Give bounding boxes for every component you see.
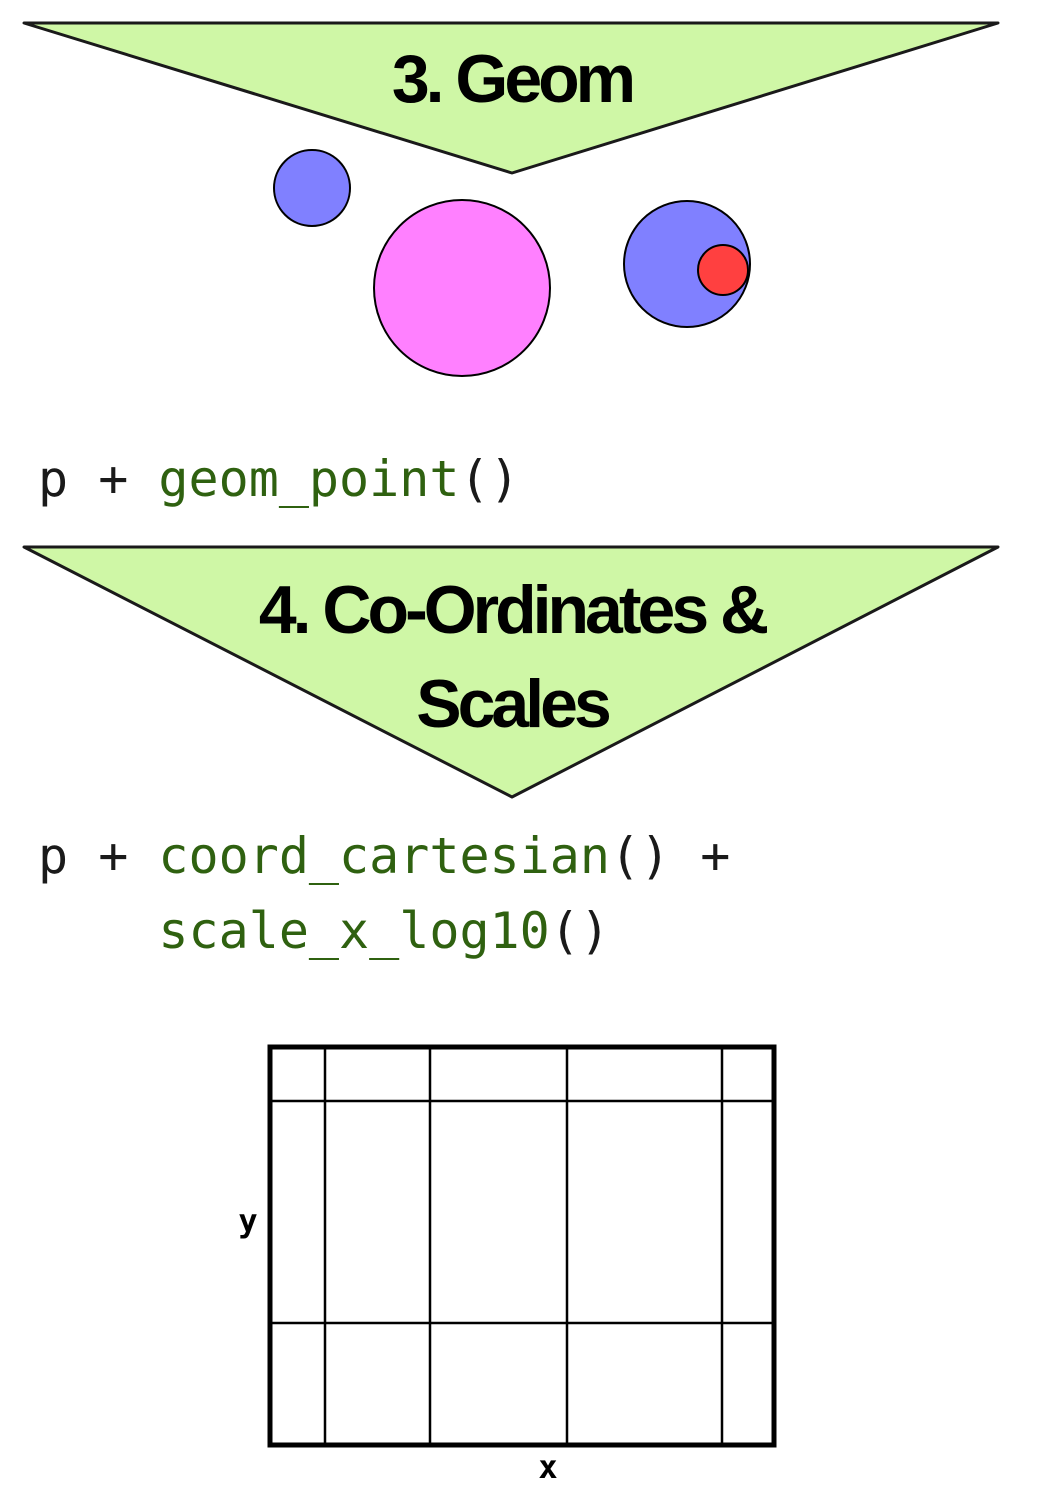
plot-frame [267,1044,777,1448]
step4-code2-func: scale_x_log10 [158,902,549,960]
step3-title: 3. Geom [392,41,633,117]
step4-banner [22,545,1000,799]
x-axis-label: x [538,1448,557,1486]
step4-code2-paren: () [550,902,610,960]
step4-title-line1: 4. Co-Ordinates & [259,572,767,648]
step4-code1-func: coord_cartesian [158,827,610,885]
step4-code-line2: scale_x_log10() [38,902,610,960]
y-axis-label: y [238,1202,257,1240]
red-point [697,244,749,296]
coordinate-grid [267,1044,777,1448]
step4-code1-paren: () [610,827,670,885]
step4-code-line1: p + coord_cartesian() + [38,827,730,885]
step4-code2-indent [38,902,158,960]
step4-title-line2: Scales [416,666,610,742]
step3-banner [22,21,1000,175]
small-blue-point [273,149,351,227]
step3-code: p + geom_point() [38,450,520,508]
step3-code-func: geom_point [158,450,459,508]
large-pink-point [373,199,551,377]
step3-code-paren: () [459,450,519,508]
step4-code1-prefix: p + [38,827,158,885]
step3-code-prefix: p + [38,450,158,508]
step4-code1-suffix: + [670,827,730,885]
